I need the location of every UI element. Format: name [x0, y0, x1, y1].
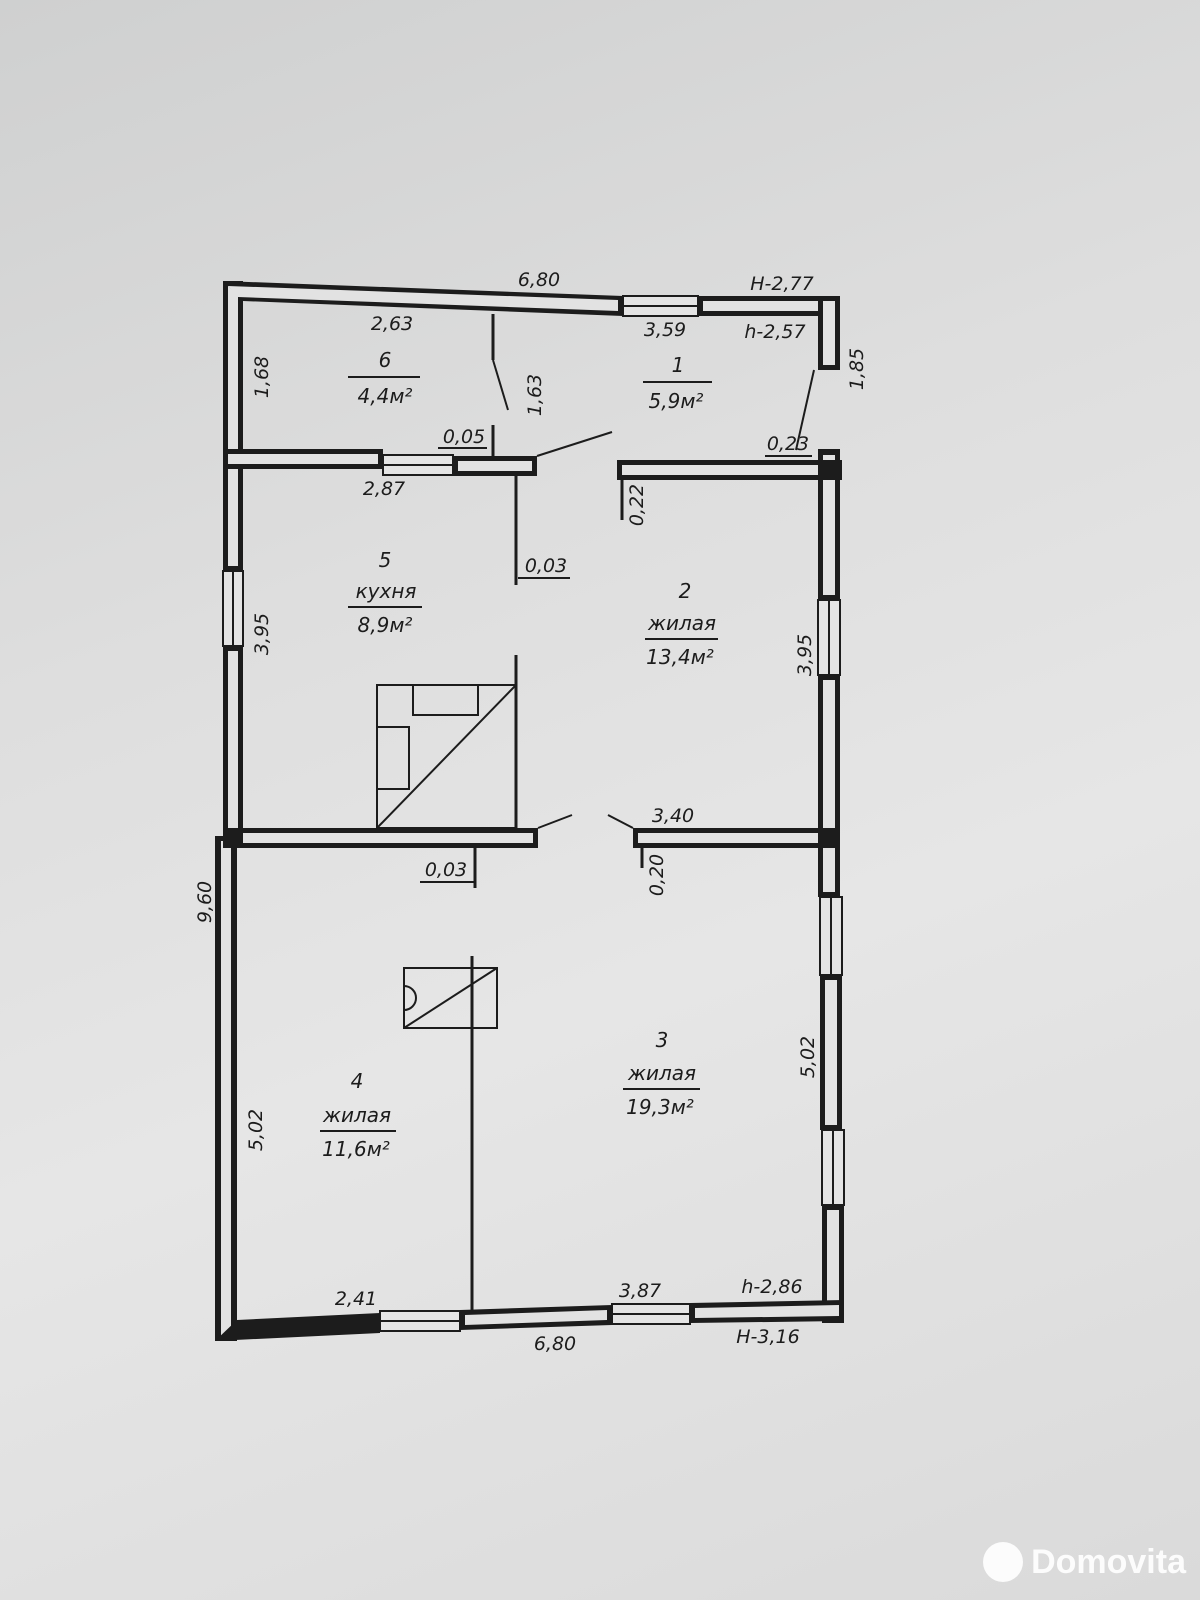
dim-bottom-h: h-2,86: [741, 1276, 802, 1298]
dim-top-h: h-2,57: [744, 321, 805, 343]
dim-2-41: 2,41: [335, 1288, 377, 1310]
room-stove: [403, 956, 498, 1040]
room-3-number: 3: [656, 1028, 669, 1052]
watermark-text: Domovita: [1031, 1542, 1186, 1581]
door-porch: [795, 369, 815, 451]
door-3: [607, 814, 634, 829]
dim-0-20: 0,20: [646, 854, 668, 896]
kitchen-stove: [376, 684, 517, 829]
room-1-label: 1 5,9м²: [643, 353, 712, 413]
room-6-number: 6: [379, 348, 392, 372]
dim-3-87: 3,87: [619, 1280, 661, 1302]
room-4-name: жилая: [322, 1103, 391, 1127]
room-2-number: 2: [679, 579, 692, 603]
dim-1-85: 1,85: [846, 348, 868, 390]
dim-1-68: 1,68: [251, 356, 273, 398]
room-4-area: 11,6м²: [322, 1137, 390, 1161]
dim-bottom-H: H-3,16: [736, 1326, 799, 1348]
room-1-area: 5,9м²: [649, 389, 704, 413]
room-5-name: кухня: [356, 579, 417, 603]
dim-top-H: H-2,77: [750, 273, 813, 295]
dim-3-95-right: 3,95: [794, 634, 816, 676]
outer-walls: [215, 281, 845, 1341]
inner-walls: [223, 314, 842, 1310]
dim-3-95-left: 3,95: [251, 613, 273, 655]
watermark-logo: Domovita: [983, 1542, 1186, 1582]
bottom-wall-left: [215, 1313, 380, 1341]
room-5-area: 8,9м²: [358, 613, 413, 637]
room-4-number: 4: [351, 1069, 364, 1093]
room-2-area: 13,4м²: [646, 645, 714, 669]
dim-1-63: 1,63: [524, 374, 546, 416]
room-3-name: жилая: [627, 1061, 696, 1085]
dim-left-length: 9,60: [194, 881, 216, 923]
room-1-number: 1: [672, 353, 685, 377]
door-6: [492, 359, 509, 411]
room-3-area: 19,3м²: [626, 1095, 694, 1119]
dim-0-05: 0,05: [443, 426, 485, 448]
watermark-dot-icon: [983, 1542, 1024, 1582]
door-1: [536, 431, 613, 457]
dim-5-02-right: 5,02: [797, 1036, 819, 1078]
room-2-name: жилая: [647, 611, 716, 635]
dim-2-87: 2,87: [363, 478, 405, 500]
room-5-label: 5 кухня 8,9м²: [348, 548, 422, 637]
dim-3-40: 3,40: [652, 805, 694, 827]
dim-0-23: 0,23: [767, 433, 809, 455]
dim-0-03b: 0,03: [425, 859, 467, 881]
dim-0-22: 0,22: [626, 484, 648, 526]
room-2-label: 2 жилая 13,4м²: [645, 579, 718, 669]
dim-3-59: 3,59: [644, 319, 686, 341]
room-6-label: 6 4,4м²: [348, 348, 420, 408]
door-4: [537, 814, 573, 829]
dim-top-length: 6,80: [518, 269, 560, 291]
room-6-area: 4,4м²: [358, 384, 413, 408]
dimensions: 6,80 H-2,77 h-2,57 2,63 3,59 1,68 1,63 1…: [194, 269, 868, 1355]
dim-2-63: 2,63: [371, 313, 413, 335]
room-5-number: 5: [379, 548, 392, 572]
dim-bottom-length: 6,80: [534, 1333, 576, 1355]
dim-0-03a: 0,03: [525, 555, 567, 577]
room-3-label: 3 жилая 19,3м²: [623, 1028, 700, 1119]
dim-5-02-left: 5,02: [245, 1109, 267, 1151]
room-4-label: 4 жилая 11,6м²: [320, 1069, 396, 1161]
